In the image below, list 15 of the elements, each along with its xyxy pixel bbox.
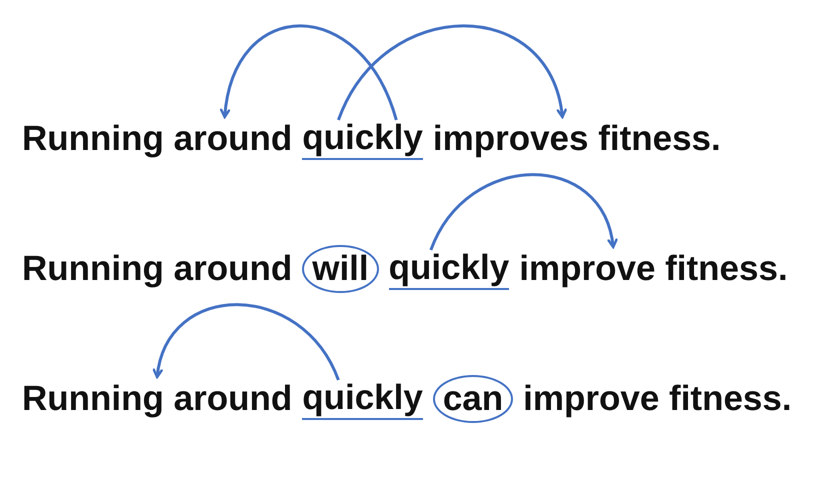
circled-word: will [302, 245, 379, 294]
curved-arrow [220, 24, 398, 121]
underlined-word: quickly [388, 248, 510, 290]
underlined-word: quickly [302, 378, 423, 420]
sentence-text: improves fitness. [432, 119, 721, 160]
sentence-text: Running around [22, 379, 292, 420]
sentence-text: Running around [22, 249, 292, 290]
curved-arrow [430, 173, 617, 251]
curved-arrow [337, 24, 566, 121]
underlined-word: quickly [302, 118, 423, 160]
sentence-text: improve fitness. [523, 379, 792, 420]
curved-arrow [153, 303, 340, 381]
sentence-text: Running around [22, 119, 292, 160]
sentence-text: improve fitness. [519, 249, 788, 290]
circled-word: can [432, 375, 514, 424]
